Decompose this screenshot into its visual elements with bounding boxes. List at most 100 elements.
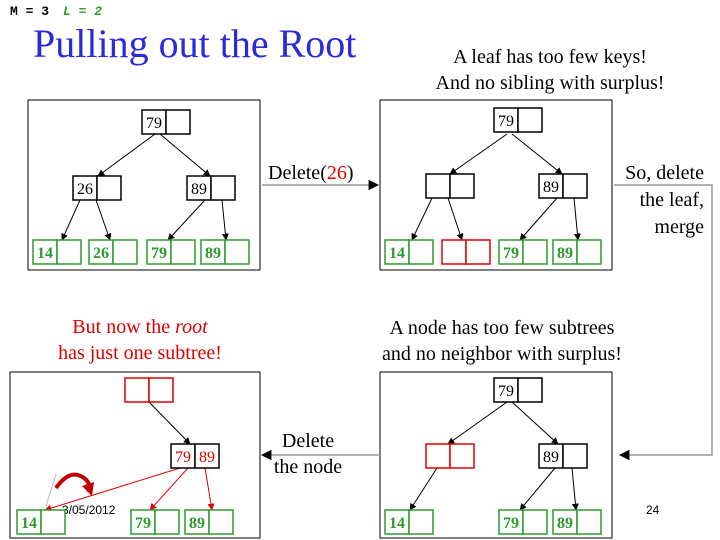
key-cell (72, 175, 98, 201)
key-cell (517, 107, 543, 133)
key-cell (517, 377, 543, 403)
key-cell (186, 175, 212, 201)
key-text: 14 (37, 245, 53, 262)
leaf-node: 14 (32, 239, 82, 265)
tree-edge (411, 197, 433, 241)
leaf-node: 89 (200, 239, 250, 265)
leaf-node: 89 (552, 509, 602, 535)
key-cell (493, 377, 519, 403)
caption-line: the leaf, (639, 189, 704, 211)
tree-edge (511, 401, 559, 445)
key-cell (465, 239, 491, 265)
caption-line: has just one subtree! (58, 342, 222, 364)
key-text: 89 (189, 515, 205, 532)
caption-line: the node (273, 456, 343, 478)
tree-edge (573, 197, 581, 241)
tree-edge (149, 467, 189, 511)
key-text: 89 (557, 515, 573, 532)
internal-node: 89 (538, 443, 588, 469)
key-cell (96, 175, 122, 201)
node-too-few-caption: A node has too few subtrees and no neigh… (352, 315, 652, 367)
panel-frame-4 (9, 371, 261, 539)
key-text: 79 (498, 113, 514, 130)
key-cell (130, 509, 156, 535)
caption-line: So, delete (625, 162, 704, 184)
key-cell (552, 509, 578, 535)
key-text: 14 (389, 245, 405, 262)
caption-line: merge (654, 216, 704, 238)
tree-edge (148, 401, 191, 445)
empty-root-node (124, 377, 174, 403)
key-text: 89 (205, 245, 221, 262)
key-cell (148, 377, 174, 403)
root-word: root (175, 316, 208, 338)
key-text: 14 (21, 515, 37, 532)
tree-edge (204, 467, 215, 511)
key-cell (56, 239, 82, 265)
key-cell (154, 509, 180, 535)
tree-panels: 79 26 89 14 26 79 89 79 89 14 79 89 79 89 14 79 89 79 89 14… (9, 99, 613, 539)
key-text: 89 (543, 449, 559, 466)
key-cell (562, 443, 588, 469)
key-cell (441, 239, 467, 265)
key-cell (170, 239, 196, 265)
key-text: 79 (135, 515, 151, 532)
key-cell (522, 509, 548, 535)
key-text: 26 (77, 181, 93, 198)
key-cell (498, 509, 524, 535)
leaf-node: 89 (552, 239, 602, 265)
l-label: L = 2 (63, 4, 103, 19)
caption-line: But now the root (20, 314, 260, 340)
key-text: 79 (503, 245, 519, 262)
key-cell (224, 239, 250, 265)
key-cell (562, 173, 588, 199)
root-node: 79 (493, 377, 543, 403)
key-text: 79 (151, 245, 167, 262)
tree-edge (447, 401, 508, 445)
key-text: 79 (498, 383, 514, 400)
internal-node: 26 (72, 175, 122, 201)
key-cell (194, 443, 220, 469)
key-cell (32, 239, 58, 265)
key-cell (498, 239, 524, 265)
tree-edge (167, 199, 206, 241)
leaf-node: 14 (384, 509, 434, 535)
internal-node: 89 (186, 175, 236, 201)
leaf-node: 79 (498, 509, 548, 535)
root-node: 79 (493, 107, 543, 133)
key-cell (449, 173, 475, 199)
panel-frame-2 (379, 99, 613, 271)
tree-edge (447, 197, 464, 241)
delete-26-label: Delete(26) (268, 162, 354, 185)
leaf-node: 14 (16, 509, 66, 535)
tree-edge (221, 199, 229, 241)
leaf-node: 79 (146, 239, 196, 265)
internal-node: 79 89 (170, 443, 220, 469)
leaf-too-few-caption: A leaf has too few keys! And no sibling … (400, 44, 700, 96)
root-one-subtree-caption: But now the root has just one subtree! (20, 314, 260, 366)
key-text: 89 (557, 245, 573, 262)
key-cell (408, 509, 434, 535)
delete-value: 26 (326, 162, 347, 184)
key-cell (522, 239, 548, 265)
tree-edge (95, 199, 112, 241)
caption-line: A leaf has too few keys! (453, 46, 647, 68)
caption-line: A node has too few subtrees (389, 317, 615, 339)
key-text: 89 (199, 449, 215, 466)
page-title: Pulling out the Root (33, 21, 357, 66)
curved-arrow-head-icon (82, 482, 94, 496)
key-text: 79 (146, 115, 162, 132)
key-text: 79 (175, 449, 191, 466)
empty-internal-node (425, 443, 475, 469)
key-text: 14 (389, 515, 405, 532)
key-cell (165, 109, 191, 135)
key-cell (576, 239, 602, 265)
leaf-node: 79 (130, 509, 180, 535)
key-cell (16, 509, 42, 535)
key-text: 89 (543, 179, 559, 196)
panel-frame-1 (27, 99, 261, 271)
curved-arrow-icon (54, 472, 92, 493)
key-cell (384, 239, 410, 265)
tree-edge (97, 133, 156, 177)
